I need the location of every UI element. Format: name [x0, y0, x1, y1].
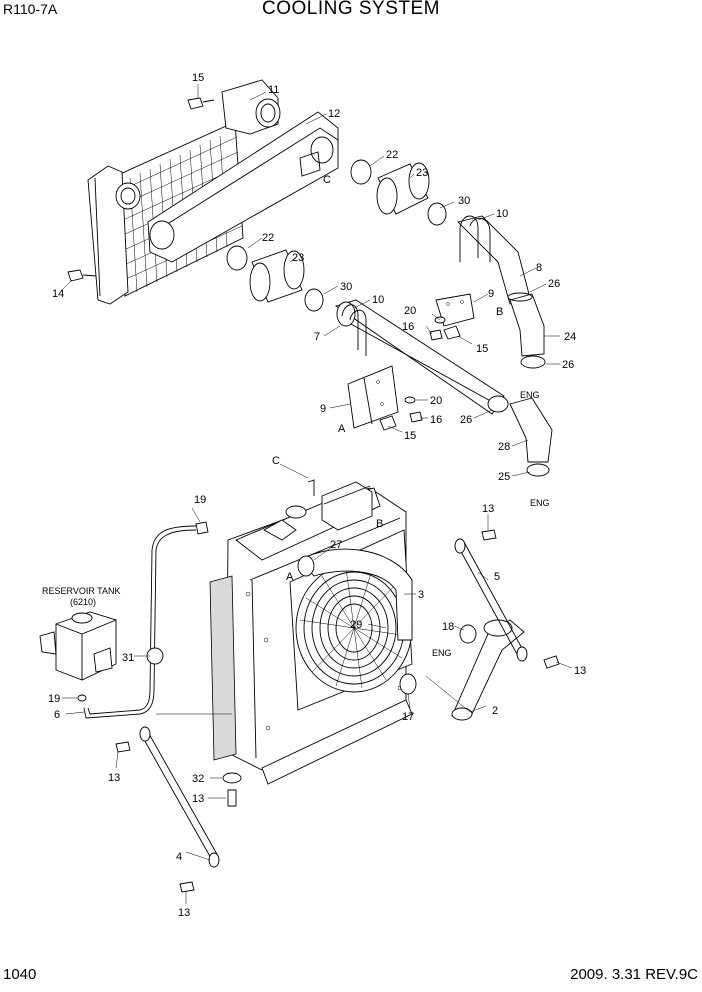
callout-20: 20: [404, 305, 416, 317]
callout-20: 20: [430, 395, 442, 407]
callout-26: 26: [562, 359, 574, 371]
intercooler-hoses: [226, 159, 553, 477]
callout-13: 13: [108, 772, 120, 784]
callout-15: 15: [404, 430, 416, 442]
callout-12: 12: [328, 108, 340, 120]
callout-8: 8: [536, 262, 542, 274]
callout-10: 10: [372, 294, 384, 306]
callout-28: 28: [498, 441, 510, 453]
callout-19: 19: [48, 693, 60, 705]
page-title: COOLING SYSTEM: [261, 0, 441, 19]
callout-11: 11: [268, 84, 279, 96]
eng-label: ENG: [520, 390, 540, 400]
callout-24: 24: [564, 331, 576, 343]
callout-14: 14: [52, 288, 64, 300]
eng-label: ENG: [530, 498, 550, 508]
callout-4: 4: [176, 851, 182, 863]
callout-13: 13: [574, 665, 586, 677]
callout-15: 15: [192, 72, 204, 84]
callout-22: 22: [262, 232, 274, 244]
callout-15: 15: [476, 343, 488, 355]
callout-18: 18: [442, 621, 454, 633]
callout-27: 27: [330, 539, 342, 551]
callout-26: 26: [548, 278, 560, 290]
callout-17: 17: [402, 711, 414, 723]
callout-32: 32: [192, 773, 204, 785]
radiator-assembly: [209, 479, 417, 785]
part-callouts: 15 11 12 22 23 C 30 10 8 26 9 B 20 16 15…: [42, 72, 586, 919]
callout-10: 10: [496, 208, 508, 220]
callout-31: 31: [122, 652, 134, 664]
callout-13: 13: [178, 907, 190, 919]
intercooler-assembly: [67, 79, 339, 305]
model-number: R110-7A: [3, 1, 58, 17]
connector-a-lower: A: [286, 571, 294, 583]
callout-23: 23: [292, 252, 304, 264]
callout-16: 16: [430, 414, 442, 426]
callout-30: 30: [340, 281, 352, 293]
callout-23: 23: [416, 167, 428, 179]
callout-3: 3: [418, 589, 424, 601]
reservoir-tank: [39, 521, 209, 719]
callout-9: 9: [488, 288, 494, 300]
callout-26: 26: [460, 414, 472, 426]
callout-7: 7: [314, 331, 320, 343]
revision-date: 2009. 3.31 REV.9C: [570, 966, 698, 983]
callout-13: 13: [482, 503, 494, 515]
reservoir-tank-label: RESERVOIR TANK: [42, 586, 121, 596]
callout-13: 13: [192, 793, 204, 805]
connector-c-upper: C: [323, 174, 331, 186]
callout-29: 29: [350, 619, 362, 631]
eng-label: ENG: [432, 648, 452, 658]
callout-2: 2: [492, 705, 498, 717]
connector-a-upper: A: [338, 423, 346, 435]
callout-9: 9: [320, 403, 326, 415]
callout-22: 22: [386, 149, 398, 161]
reservoir-tank-code: (6210): [70, 597, 96, 607]
callout-19: 19: [194, 494, 206, 506]
callout-5: 5: [494, 571, 500, 583]
callout-25: 25: [498, 471, 510, 483]
leader-lines: [61, 84, 573, 904]
connector-b-lower: B: [376, 518, 383, 530]
callout-6: 6: [54, 709, 60, 721]
connector-c-lower: C: [272, 455, 280, 467]
lower-hose-and-stays: [115, 529, 560, 893]
callout-16: 16: [402, 321, 414, 333]
connector-b-upper: B: [496, 306, 503, 318]
page-number: 1040: [3, 966, 37, 983]
callout-30: 30: [458, 195, 470, 207]
